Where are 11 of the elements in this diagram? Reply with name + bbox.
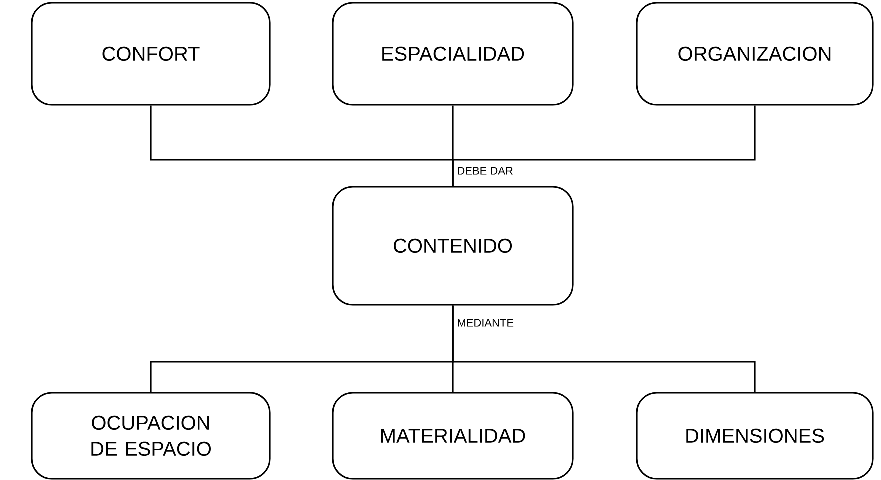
edge-label: DEBE DAR xyxy=(456,166,514,176)
process-box: ORGANIZACION xyxy=(636,2,874,106)
connector-line xyxy=(452,306,756,392)
edge-label: MEDIANTE xyxy=(456,318,516,328)
process-box: CONFORT xyxy=(31,2,271,106)
process-box: DIMENSIONES xyxy=(636,392,874,480)
process-box: OCUPACION DE ESPACIO xyxy=(31,392,271,480)
process-box: ESPACIALIDAD xyxy=(332,2,574,106)
process-box: CONTENIDO xyxy=(332,186,574,306)
process-box: MATERIALIDAD xyxy=(332,392,574,480)
connector-line xyxy=(452,106,756,186)
